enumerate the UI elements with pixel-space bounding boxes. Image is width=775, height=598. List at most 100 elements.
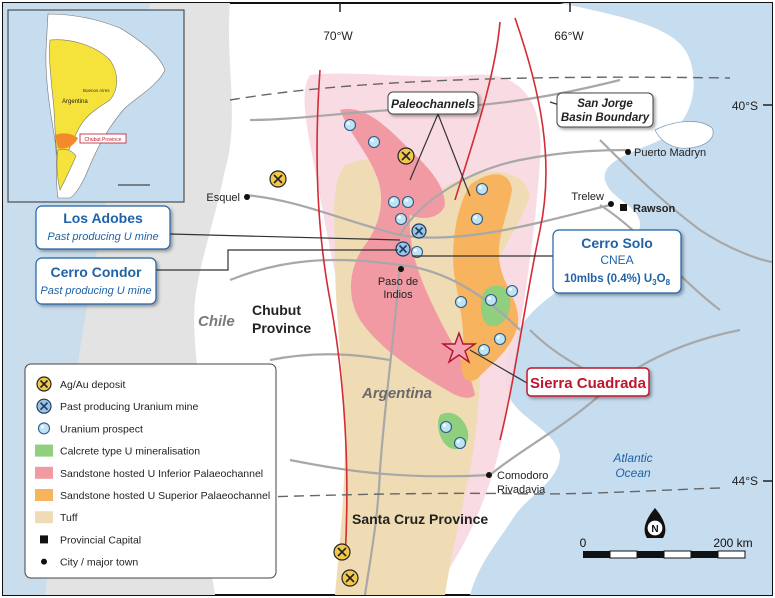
lat-label-44s: 44°S — [732, 474, 758, 488]
paleochannels-callout — [387, 91, 479, 115]
ocean-area — [470, 3, 772, 595]
uranium-prospect-icon[interactable] — [401, 195, 415, 209]
symbol-layer — [269, 118, 519, 587]
legend-label: Sandstone hosted U Inferior Palaeochanne… — [60, 468, 263, 480]
svg-text:Comodoro: Comodoro — [497, 470, 548, 482]
inset-province-label: Chubut Province — [85, 137, 122, 143]
valdes-peninsula — [654, 121, 714, 149]
cerro-condor-subtitle: Past producing U mine — [40, 285, 151, 297]
city-paso-de-indios: Paso de Indios — [378, 266, 418, 301]
legend-swatch — [35, 511, 53, 524]
uranium-prospect-icon[interactable] — [453, 436, 467, 450]
uranium-prospect-icon[interactable] — [387, 195, 401, 209]
uranium-prospect-icon[interactable] — [410, 245, 424, 259]
legend-label: Calcrete type U mineralisation — [60, 446, 200, 458]
uranium-prospect-icon[interactable] — [367, 135, 381, 149]
legend-item: Past producing Uranium mine — [36, 398, 198, 414]
legend-label: Uranium prospect — [60, 423, 143, 435]
cerro-solo-callout[interactable] — [552, 229, 682, 294]
city-rawson: Rawson — [620, 203, 675, 215]
lon-label-70w: 70°W — [323, 29, 353, 43]
svg-text:Paso de: Paso de — [378, 276, 418, 288]
callout-leaders — [150, 101, 576, 384]
ag-au-deposit-icon[interactable] — [397, 147, 415, 165]
lat-label-40s: 40°S — [732, 99, 758, 113]
san-jorge-label-line2: Basin Boundary — [561, 112, 650, 124]
paleochannels-label: Paleochannels — [391, 97, 475, 111]
san-jorge-callout — [556, 92, 654, 128]
legend-square-icon — [40, 535, 48, 544]
cerro-solo-title: Cerro Solo — [581, 235, 653, 251]
legend-item: Sandstone hosted U Superior Palaeochanne… — [35, 489, 270, 502]
cerro-solo-org: CNEA — [600, 253, 633, 267]
cerro-condor-callout[interactable] — [35, 257, 157, 305]
basin-lines — [316, 17, 547, 561]
city-comodoro-rivadavia: Comodoro Rivadavia — [486, 470, 548, 496]
prospect-legend-icon — [37, 422, 51, 435]
svg-text:Rivadavia: Rivadavia — [497, 484, 546, 496]
ag-au-deposit-icon[interactable] — [269, 170, 287, 188]
san-jorge-label-line1: San Jorge — [577, 98, 633, 110]
inset-city-label: Buenos Aires — [83, 88, 110, 93]
cerro-condor-title: Cerro Condor — [51, 264, 143, 280]
svg-text:Puerto Madryn: Puerto Madryn — [634, 147, 706, 159]
chubut-label-line2: Province — [252, 320, 311, 336]
uranium-prospect-icon[interactable] — [470, 212, 484, 226]
uranium-prospect-icon[interactable] — [343, 118, 357, 132]
argentina-label: Argentina — [361, 385, 432, 402]
city-esquel: Esquel — [206, 192, 250, 204]
north-label: N — [651, 524, 658, 535]
los-adobes-subtitle: Past producing U mine — [47, 231, 158, 243]
uranium-prospect-icon[interactable] — [454, 295, 468, 309]
uranium-prospect-icon[interactable] — [477, 343, 491, 357]
ag-au-deposit-icon[interactable] — [333, 543, 351, 561]
los-adobes-callout[interactable] — [35, 205, 171, 250]
uranium-prospect-icon[interactable] — [484, 293, 498, 307]
svg-text:Indios: Indios — [383, 289, 413, 301]
uranium-mine-icon[interactable] — [395, 241, 411, 257]
ocean-label-line2: Ocean — [615, 466, 651, 480]
ag-au-deposit-icon[interactable] — [341, 569, 359, 587]
north-arrow: N — [644, 508, 666, 538]
legend-swatch — [35, 444, 53, 457]
legend-item: Ag/Au deposit — [36, 376, 125, 392]
sierra-cuadrada-callout[interactable] — [526, 367, 650, 397]
uranium-prospect-icon[interactable] — [439, 420, 453, 434]
legend-label: Provincial Capital — [60, 534, 141, 546]
uranium-prospect-icon[interactable] — [493, 332, 507, 346]
ag-au-legend-icon — [36, 376, 52, 392]
cerro-solo-grade: 10mlbs (0.4%) U3O8 — [564, 273, 671, 287]
scale-bar: 0 200 km — [580, 536, 753, 559]
scale-end: 200 km — [713, 536, 752, 550]
legend-label: City / major town — [60, 557, 138, 569]
legend-item: Provincial Capital — [40, 534, 141, 546]
svg-text:Rawson: Rawson — [633, 203, 675, 215]
lon-label-66w: 66°W — [554, 29, 584, 43]
legend-swatch — [35, 489, 53, 501]
province-boundaries — [229, 76, 731, 499]
legend-item: City / major town — [41, 557, 138, 569]
superior-channel — [453, 174, 519, 382]
legend-label: Tuff — [60, 512, 78, 524]
uranium-mine-icon[interactable] — [411, 223, 427, 239]
inset-map: Argentina Buenos Aires Chubut Province — [7, 9, 185, 203]
legend-label: Sandstone hosted U Superior Palaeochanne… — [60, 490, 270, 502]
los-adobes-title: Los Adobes — [63, 210, 143, 226]
sierra-cuadrada-label: Sierra Cuadrada — [530, 375, 647, 392]
city-puerto-madryn: Puerto Madryn — [625, 147, 706, 159]
legend-label: Past producing Uranium mine — [60, 401, 198, 413]
legend-item: Uranium prospect — [37, 422, 143, 435]
uranium-prospect-icon[interactable] — [475, 182, 489, 196]
uranium-prospect-icon[interactable] — [394, 212, 408, 226]
legend-item: Sandstone hosted U Inferior Palaeochanne… — [35, 466, 263, 480]
svg-text:Trelew: Trelew — [571, 191, 604, 203]
legend-dot-icon — [41, 558, 47, 565]
uranium-prospect-icon[interactable] — [505, 284, 519, 298]
sierra-cuadrada-star-icon[interactable] — [440, 330, 478, 364]
legend-label: Ag/Au deposit — [60, 379, 125, 391]
chubut-label-line1: Chubut — [252, 302, 301, 318]
chile-label: Chile — [198, 313, 235, 330]
ocean-label-line1: Atlantic — [612, 451, 652, 465]
svg-text:Esquel: Esquel — [206, 192, 240, 204]
